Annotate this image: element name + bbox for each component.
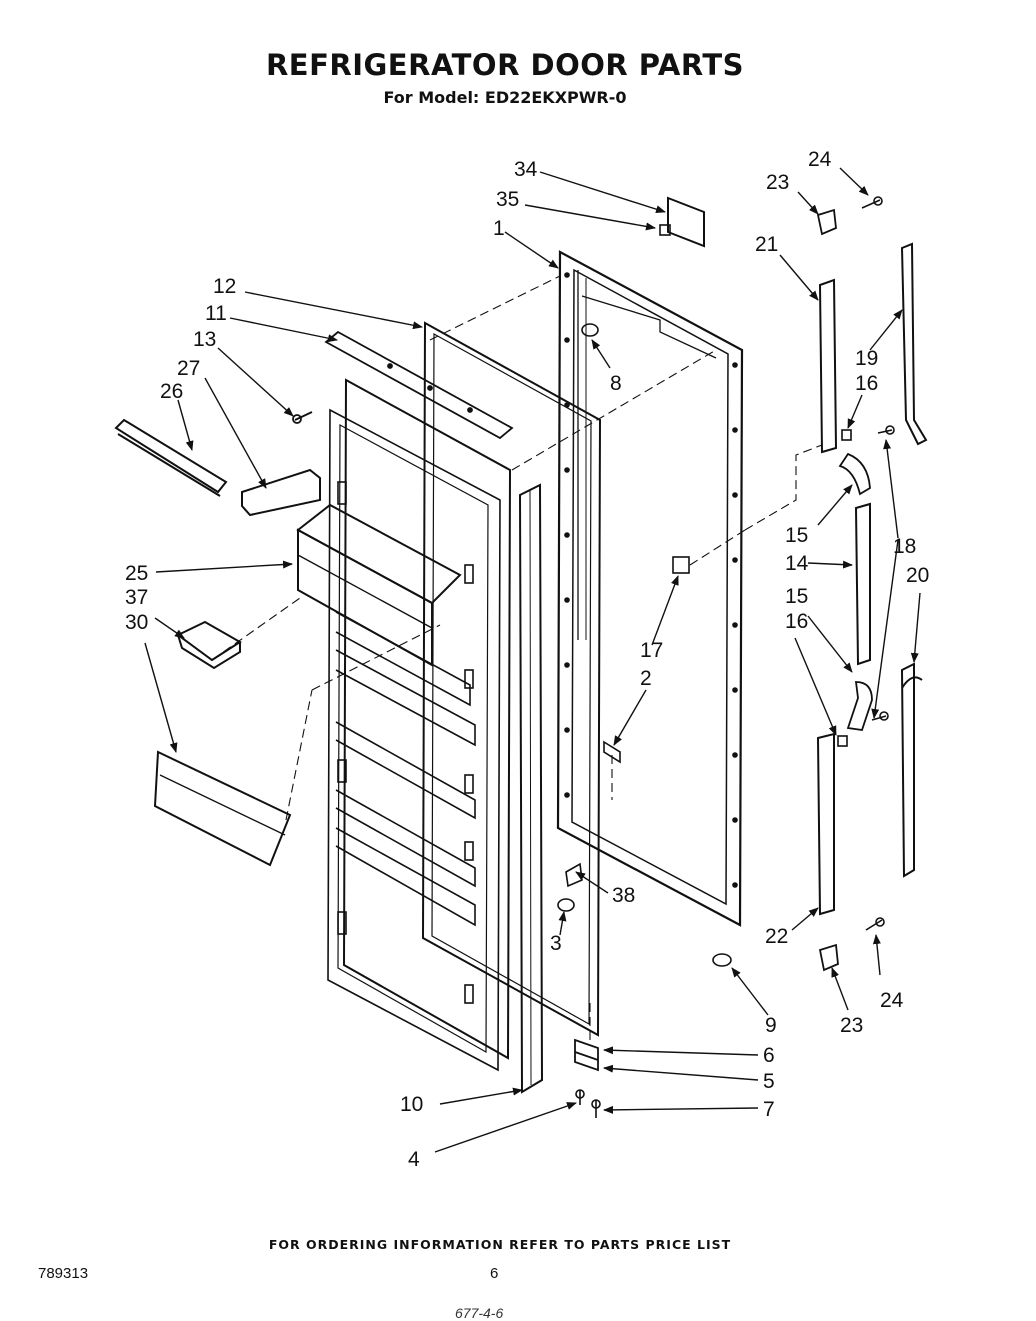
screw-24b [865,917,885,931]
callout-labels: 34 35 1 24 23 21 12 11 13 27 26 8 19 16 … [125,148,929,1171]
handle-top-21 [818,278,838,454]
trim-19 [900,242,928,446]
callout-26: 26 [160,380,183,403]
callout-21: 21 [755,233,778,256]
model-subtitle: For Model: ED22EKXPWR-0 [383,88,627,107]
callout-22: 22 [765,925,788,948]
callout-25: 25 [125,562,148,585]
clip-16b [837,735,848,747]
stop-3 [557,898,575,912]
callout-16: 16 [855,372,878,395]
callout-18: 18 [893,535,916,558]
callout-30: 30 [125,611,148,634]
callout-15: 15 [785,585,808,608]
dispenser-shelf [296,503,462,667]
callout-5: 5 [763,1070,775,1093]
ordering-info-note: FOR ORDERING INFORMATION REFER TO PARTS … [268,1237,732,1252]
rail-26 [114,418,228,497]
callout-23: 23 [840,1014,863,1037]
screw-13 [292,411,313,424]
handle-14 [854,502,871,666]
end-cap-23b [818,943,839,972]
callout-38: 38 [612,884,635,907]
door-panel-holes [564,272,738,888]
callout-9: 9 [765,1014,777,1037]
trim-20 [900,662,923,878]
handle-cap-15a [838,452,871,496]
callout-10: 10 [400,1093,423,1116]
screw-24a [861,196,883,209]
callout-8: 8 [610,372,622,395]
callout-23: 23 [766,171,789,194]
screw-4 [575,1089,585,1105]
callout-1: 1 [493,217,505,240]
callout-6: 6 [763,1044,775,1067]
page-number: 6 [490,1265,499,1282]
callout-37: 37 [125,586,148,609]
callout-2: 2 [640,667,652,690]
callout-19: 19 [855,347,878,370]
end-cap-23a [816,208,837,236]
plug-35 [659,224,671,236]
callout-27: 27 [177,357,200,380]
label-34 [667,196,705,248]
small-tray-37 [176,620,242,670]
callout-12: 12 [213,275,236,298]
assembly-lines [211,275,823,1040]
handle-cap-15b [846,681,873,731]
door-liner [327,378,512,1072]
callout-24: 24 [808,148,832,171]
liner-shelves [335,481,476,1004]
callout-35: 35 [496,188,519,211]
callout-17: 17 [640,639,663,662]
callout-13: 13 [193,328,216,351]
door-gasket [421,321,602,1037]
bracket-27 [241,468,321,517]
hinge-6-5 [574,1038,599,1072]
callout-34: 34 [514,158,538,181]
screw-18a [877,425,895,435]
clip-17 [672,556,690,574]
callout-11: 11 [205,302,227,325]
callout-24: 24 [880,989,904,1012]
callout-16: 16 [785,610,808,633]
callout-15: 15 [785,524,808,547]
hinge-strip-10 [518,483,544,1094]
latch-2 [603,740,621,764]
plug-8 [581,323,599,337]
callout-14: 14 [785,552,809,575]
callout-20: 20 [906,564,929,587]
foot-9 [712,953,732,967]
leader-lines [144,167,921,1153]
door-outer-panel [556,250,744,927]
clip-16a [841,429,852,441]
document-number: 789313 [38,1265,89,1282]
callout-4: 4 [408,1148,420,1171]
bottom-trim-30 [153,750,292,867]
screw-7 [591,1099,601,1118]
handle-bottom-22 [816,732,835,916]
callout-3: 3 [550,932,562,955]
callout-7: 7 [763,1098,775,1121]
page-title: REFRIGERATOR DOOR PARTS [265,48,745,82]
bottom-stamp: 677-4-6 [455,1305,504,1321]
